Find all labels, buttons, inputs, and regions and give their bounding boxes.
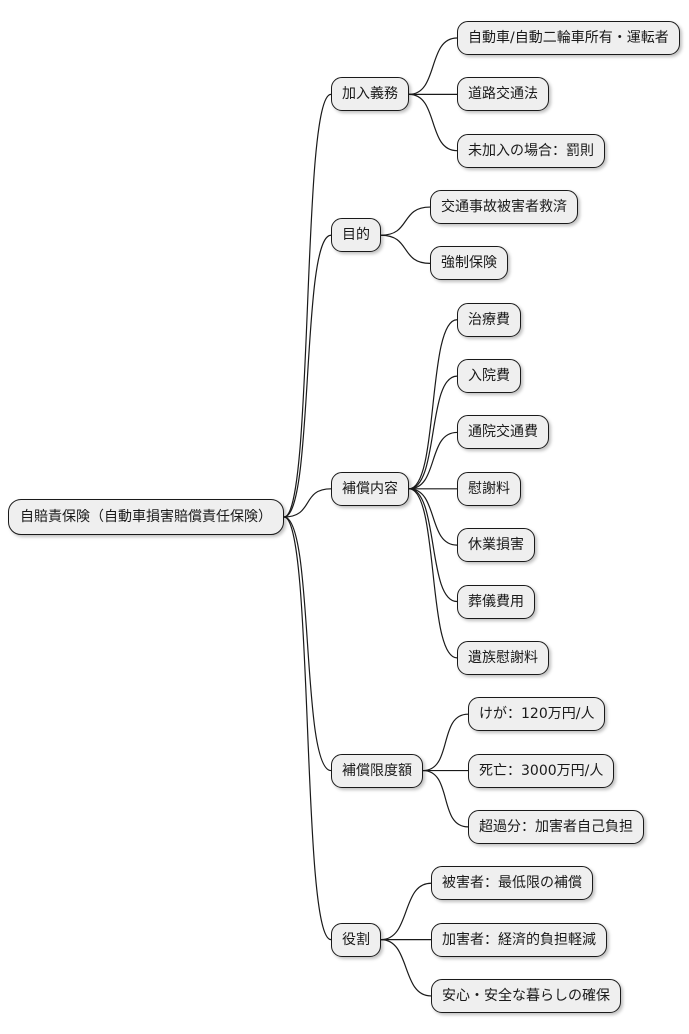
- mindmap-link: [283, 488, 332, 518]
- mindmap-link: [408, 319, 458, 490]
- branch-node: 目的: [331, 218, 381, 253]
- leaf-node: 被害者：最低限の補償: [431, 866, 593, 901]
- mindmap-link: [422, 713, 469, 772]
- mindmap-link: [408, 488, 458, 603]
- leaf-node: 入院費: [457, 359, 521, 394]
- leaf-node: 治療費: [457, 302, 521, 337]
- leaf-node: 葬儀費用: [457, 584, 535, 619]
- branch-node: 役割: [331, 922, 381, 957]
- leaf-node: 慰謝料: [457, 471, 521, 506]
- mindmap-link: [380, 939, 432, 997]
- mindmap-link: [283, 93, 332, 518]
- leaf-node: 自動車/自動二輪車所有・運転者: [457, 21, 680, 55]
- mindmap-link: [380, 206, 431, 236]
- leaf-node: 未加入の場合：罰則: [457, 133, 605, 168]
- mindmap-link: [283, 516, 332, 772]
- mindmap-link: [408, 37, 458, 95]
- leaf-node: 安心・安全な暮らしの確保: [431, 978, 621, 1013]
- leaf-node: 交通事故被害者救済: [430, 190, 578, 225]
- leaf-node: 強制保険: [430, 246, 508, 281]
- branch-node: 補償限度額: [331, 753, 423, 788]
- leaf-node: けが：120万円/人: [468, 697, 606, 732]
- mindmap-link: [283, 516, 332, 941]
- leaf-node: 道路交通法: [457, 77, 549, 112]
- mindmap-link: [422, 769, 469, 828]
- mindmap-link: [380, 234, 431, 264]
- mindmap-link: [408, 431, 458, 490]
- mindmap-link: [408, 93, 458, 152]
- leaf-node: 加害者：経済的負担軽減: [431, 922, 607, 957]
- leaf-node: 休業損害: [457, 528, 535, 563]
- mindmap-link: [380, 882, 432, 941]
- mindmap-link: [408, 375, 458, 490]
- mindmap-link: [408, 488, 458, 659]
- root-node: 自賠責保険（自動車損害賠償責任保険）: [8, 498, 284, 535]
- branch-node: 加入義務: [331, 77, 409, 112]
- leaf-node: 通院交通費: [457, 415, 549, 450]
- leaf-node: 死亡：3000万円/人: [468, 753, 615, 788]
- mindmap-link: [408, 488, 458, 546]
- leaf-node: 超過分：加害者自己負担: [468, 809, 644, 844]
- mindmap-link: [283, 234, 332, 518]
- branch-node: 補償内容: [331, 471, 409, 506]
- leaf-node: 遺族慰謝料: [457, 640, 549, 675]
